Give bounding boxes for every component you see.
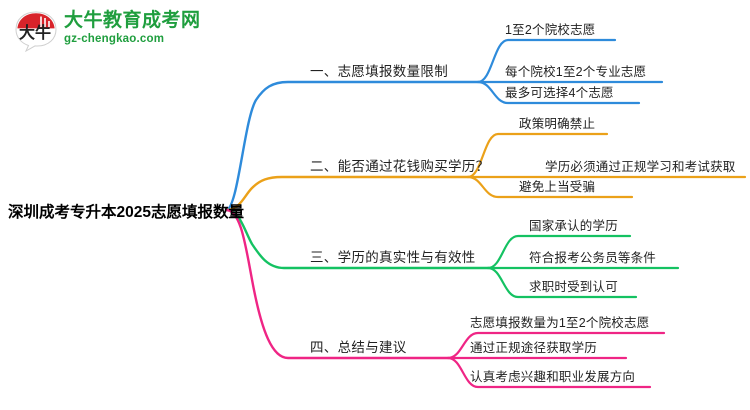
branch-label-4: 四、总结与建议 xyxy=(310,340,407,355)
leaf-label-3-3: 求职时受到认可 xyxy=(529,280,618,294)
logo-mark-icon: 大牛 xyxy=(15,11,57,52)
leaf-label-3-1: 国家承认的学历 xyxy=(529,219,618,233)
leaf-label-2-1: 政策明确禁止 xyxy=(519,117,596,131)
leaf-label-4-1: 志愿填报数量为1至2个院校志愿 xyxy=(470,316,650,330)
root-node-label: 深圳成考专升本2025志愿填报数量 xyxy=(8,204,244,221)
site-logo: 大牛 大牛教育成考网 gz-chengkao.com xyxy=(14,8,200,54)
leaf-label-1-1: 1至2个院校志愿 xyxy=(505,23,596,37)
branch-4-connectors xyxy=(224,208,666,389)
leaf-label-2-3: 避免上当受骗 xyxy=(519,180,596,194)
branch-label-1: 一、志愿填报数量限制 xyxy=(310,64,448,79)
leaf-label-4-3: 认真考虑兴趣和职业发展方向 xyxy=(470,370,636,384)
branch-label-3: 三、学历的真实性与有效性 xyxy=(310,250,476,265)
branch-2-connectors xyxy=(224,132,747,212)
logo-title: 大牛教育成考网 xyxy=(64,10,201,31)
branch-label-2: 二、能否通过花钱购买学历？ xyxy=(310,159,490,174)
leaf-label-1-3: 最多可选择4个志愿 xyxy=(505,86,614,100)
branch-3-connectors xyxy=(224,208,680,299)
logo-mark-label: 大牛 xyxy=(19,23,51,42)
logo-url: gz-chengkao.com xyxy=(64,33,165,45)
leaf-label-1-2: 每个院校1至2个专业志愿 xyxy=(505,65,647,79)
leaf-label-4-2: 通过正规途径获取学历 xyxy=(470,341,598,355)
branch-1-connectors xyxy=(224,38,664,212)
leaf-label-2-2: 学历必须通过正规学习和考试获取 xyxy=(545,160,736,174)
logo-text-block: 大牛教育成考网 gz-chengkao.com xyxy=(64,10,201,47)
leaf-label-3-2: 符合报考公务员等条件 xyxy=(529,251,657,265)
